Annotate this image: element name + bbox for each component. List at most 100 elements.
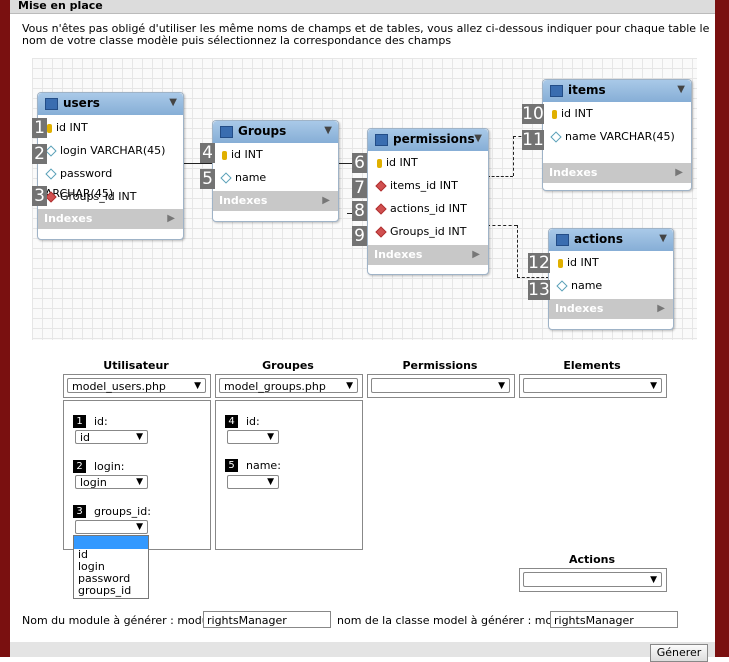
collapse-icon[interactable]: ▼ (677, 84, 685, 95)
table-name: users (63, 96, 100, 110)
primary-key-icon (47, 123, 52, 133)
users-login-select[interactable]: login▼ (75, 475, 148, 489)
users-groups-id-select[interactable]: ▼ (75, 520, 148, 534)
foreign-key-icon (375, 180, 387, 192)
field-number: 10 (522, 104, 544, 124)
primary-key-icon (552, 109, 557, 119)
field-number-badge: 5 (225, 459, 238, 472)
indexes-bar[interactable]: Indexes▶ (543, 163, 691, 183)
table-header[interactable]: items ▼ (543, 80, 691, 102)
dropdown-option-empty[interactable] (74, 536, 148, 549)
elements-model-select[interactable]: ▼ (523, 378, 662, 393)
collapse-icon[interactable]: ▼ (169, 97, 177, 108)
model-select-box: model_users.php▼ (63, 374, 211, 398)
column-icon (220, 172, 232, 184)
connector-permissions-items-v (513, 136, 514, 176)
column-header-groupes: Groupes (262, 359, 314, 372)
foreign-key-icon (375, 226, 387, 238)
schema-diagram: users ▼ id INT login VARCHAR(45) passwor… (32, 58, 697, 340)
field-number: 4 (200, 143, 215, 163)
table-users[interactable]: users ▼ id INT login VARCHAR(45) passwor… (37, 92, 184, 240)
indexes-bar[interactable]: Indexes▶ (38, 209, 183, 229)
model-select-box: ▼ (519, 374, 667, 398)
table-name: permissions (393, 132, 475, 146)
groups-model-select[interactable]: model_groups.php▼ (219, 378, 358, 393)
indexes-bar[interactable]: Indexes▶ (549, 299, 673, 319)
collapse-icon[interactable]: ▼ (324, 125, 332, 136)
column-icon (556, 280, 568, 292)
dropdown-arrow-icon: ▼ (194, 381, 201, 391)
field-number-badge: 2 (73, 460, 86, 473)
field-label: id: (94, 415, 108, 428)
groups-id-dropdown-list[interactable]: id login password groups_id (73, 535, 149, 599)
dropdown-option-groups-id[interactable]: groups_id (78, 584, 132, 597)
dropdown-arrow-icon: ▼ (346, 381, 353, 391)
connector-permissions-actions-v (517, 225, 518, 277)
field-row: Groups_id INT (368, 222, 466, 242)
column-icon (45, 145, 57, 157)
field-number: 7 (352, 178, 367, 198)
dropdown-option-login[interactable]: login (78, 560, 105, 573)
dropdown-arrow-icon: ▼ (650, 381, 657, 391)
table-name: actions (574, 232, 623, 246)
field-number: 11 (522, 130, 544, 150)
module-name-input[interactable]: rightsManager (203, 611, 331, 628)
table-groups[interactable]: Groups ▼ id INT name VARCHAR(45) Indexes… (212, 120, 339, 222)
table-items[interactable]: items ▼ id INT name VARCHAR(45) Indexes▶ (542, 79, 692, 191)
column-header-elements: Elements (563, 359, 621, 372)
field-row: Groups_id INT (38, 187, 136, 207)
groups-field-panel: 4 id: ▼ 5 name: ▼ (215, 400, 363, 550)
indexes-bar[interactable]: Indexes▶ (213, 191, 338, 211)
dropdown-arrow-icon: ▼ (136, 432, 143, 442)
window-frame-left (0, 0, 10, 657)
expand-icon: ▶ (322, 195, 330, 206)
field-number: 2 (32, 144, 47, 164)
foreign-key-icon (375, 203, 387, 215)
table-icon (375, 134, 388, 146)
permissions-model-select[interactable]: ▼ (371, 378, 510, 393)
table-actions[interactable]: actions ▼ id INT name VARCHAR(45) Indexe… (548, 228, 674, 330)
users-model-select[interactable]: model_users.php▼ (67, 378, 206, 393)
groups-name-select[interactable]: ▼ (227, 475, 279, 489)
expand-icon: ▶ (675, 167, 683, 178)
field-row: name VARCHAR(45) (213, 168, 338, 204)
dropdown-arrow-icon: ▼ (136, 477, 143, 487)
table-icon (550, 85, 563, 97)
class-name-input[interactable]: rightsManager (550, 611, 678, 628)
groups-id-select[interactable]: ▼ (227, 430, 279, 444)
dropdown-arrow-icon: ▼ (650, 575, 657, 585)
table-icon (556, 234, 569, 246)
column-icon (45, 168, 57, 180)
users-id-select[interactable]: id▼ (75, 430, 148, 444)
actions-model-select[interactable]: ▼ (523, 572, 662, 587)
column-header-permissions: Permissions (402, 359, 478, 372)
column-header-actions: Actions (569, 553, 615, 566)
expand-icon: ▶ (657, 303, 665, 314)
field-number: 8 (352, 201, 367, 221)
section-title: Mise en place (18, 0, 103, 12)
expand-icon: ▶ (472, 249, 480, 260)
table-header[interactable]: permissions ▼ (368, 129, 488, 151)
field-row: actions_id INT (368, 199, 467, 219)
field-number: 3 (32, 186, 47, 206)
indexes-bar[interactable]: Indexes▶ (368, 245, 488, 265)
field-label: groups_id: (94, 505, 151, 518)
collapse-icon[interactable]: ▼ (474, 133, 482, 144)
collapse-icon[interactable]: ▼ (659, 233, 667, 244)
dropdown-arrow-icon: ▼ (267, 477, 274, 487)
dropdown-option-id[interactable]: id (78, 548, 89, 561)
connector-permissions-items (487, 176, 513, 177)
dropdown-option-password[interactable]: password (78, 572, 131, 585)
field-number: 13 (528, 280, 550, 300)
table-header[interactable]: Groups ▼ (213, 121, 338, 143)
field-row: id INT (543, 104, 593, 124)
field-row: id INT (213, 145, 263, 165)
generate-button[interactable]: Génerer (650, 644, 708, 662)
intro-text: Vous n'êtes pas obligé d'utiliser les mê… (22, 22, 710, 47)
field-number: 12 (528, 253, 550, 273)
column-header-utilisateur: Utilisateur (103, 359, 169, 372)
table-permissions[interactable]: permissions ▼ id INT items_id INT action… (367, 128, 489, 275)
table-header[interactable]: actions ▼ (549, 229, 673, 251)
dropdown-arrow-icon: ▼ (136, 522, 143, 532)
table-header[interactable]: users ▼ (38, 93, 183, 115)
